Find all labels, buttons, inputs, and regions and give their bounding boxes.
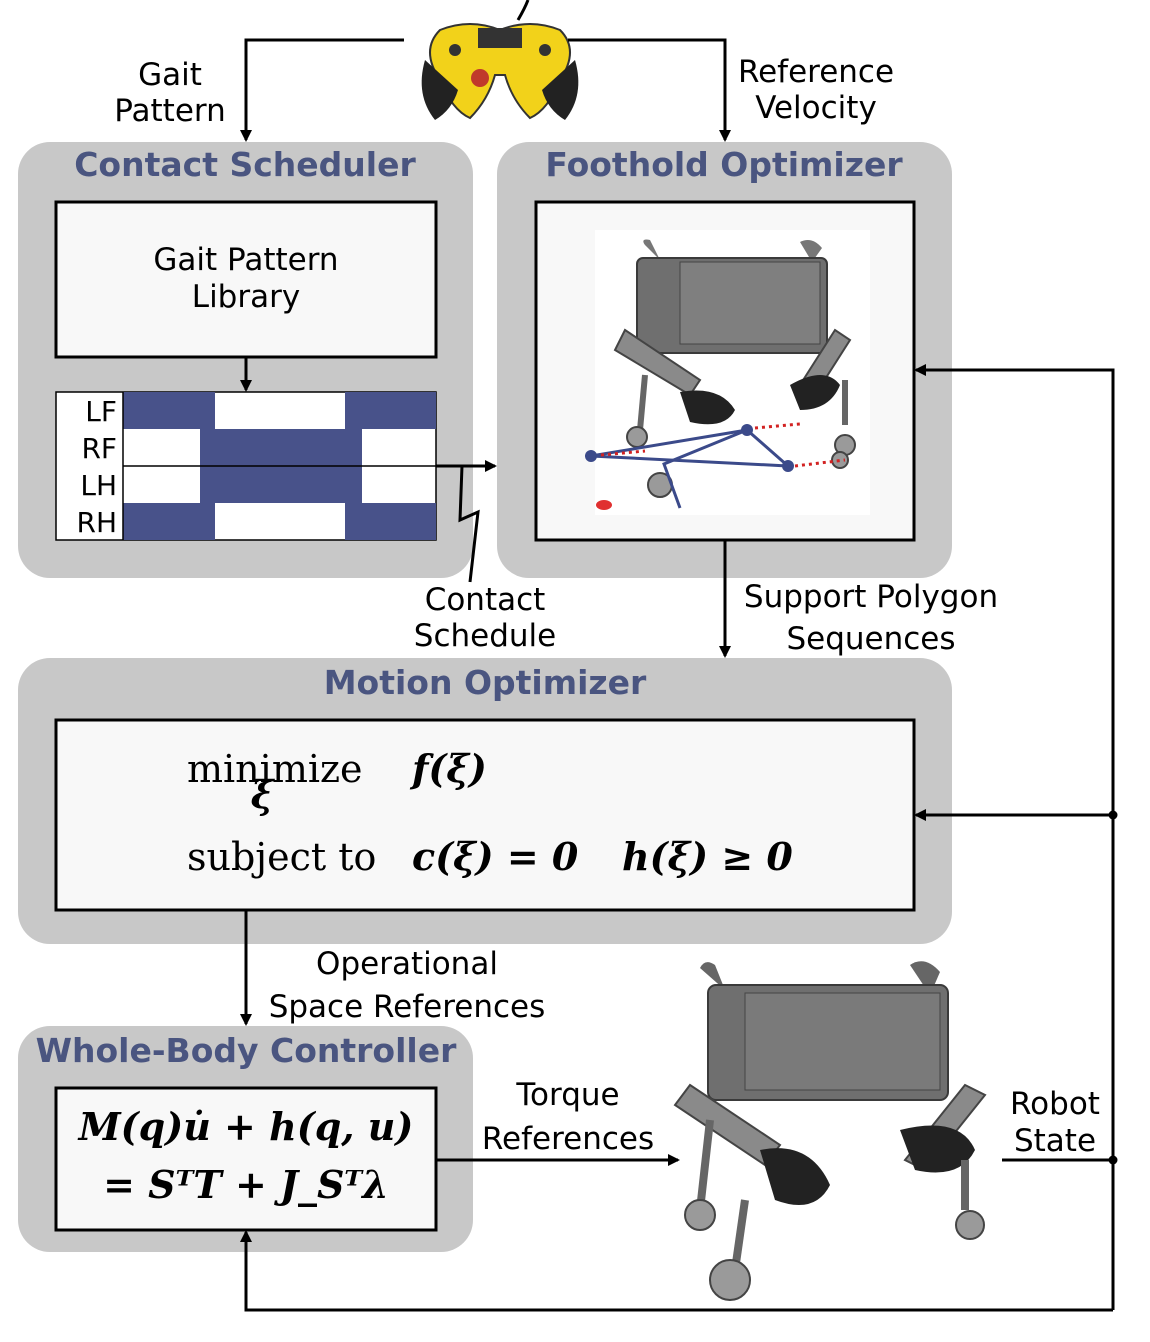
dynamics-equation-line2: = SᵀΤ + J_Sᵀλ (103, 1162, 389, 1207)
foothold-optimizer-title: Foothold Optimizer (545, 145, 903, 184)
reference-velocity-arrow (568, 38, 731, 142)
contact-schedule-leader (458, 465, 480, 583)
leg-label-rh: RH (76, 506, 117, 539)
dynamics-equation-line1: M(q)u̇ + h(q, u) (77, 1104, 414, 1149)
inequality-constraint: h(ξ) ≥ 0 (622, 834, 793, 879)
leg-label-rf: RF (81, 432, 117, 465)
gamepad-icon (421, 0, 579, 120)
feedback-to-wbc-arrow (240, 1230, 1113, 1312)
contact-scheduler-title: Contact Scheduler (74, 145, 416, 184)
feedback-to-foothold-arrow (914, 364, 1115, 1310)
whole-body-controller-title: Whole-Body Controller (36, 1031, 458, 1070)
minimize-keyword: minimize (187, 747, 363, 791)
foothold-optimizer-module: Foothold Optimizer (497, 142, 952, 578)
robot-sim-image (585, 230, 870, 515)
minimize-variable: ξ (251, 772, 276, 817)
motion-optimizer-module: Motion Optimizer minimize ξ f(ξ) subject… (18, 658, 952, 944)
gait-pattern-arrow (240, 38, 404, 142)
gait-table: LF RF LH RH (55, 391, 437, 541)
motion-optimizer-title: Motion Optimizer (324, 663, 647, 702)
leg-label-lf: LF (85, 395, 117, 428)
subject-to-keyword: subject to (187, 835, 376, 879)
robot-real-image (673, 961, 987, 1301)
objective-function: f(ξ) (409, 746, 487, 791)
gait-pattern-library-box (54, 200, 438, 359)
whole-body-controller-module: Whole-Body Controller M(q)u̇ + h(q, u) =… (18, 1026, 473, 1252)
equality-constraint: c(ξ) = 0 (412, 834, 579, 879)
leg-label-lh: LH (80, 469, 117, 502)
